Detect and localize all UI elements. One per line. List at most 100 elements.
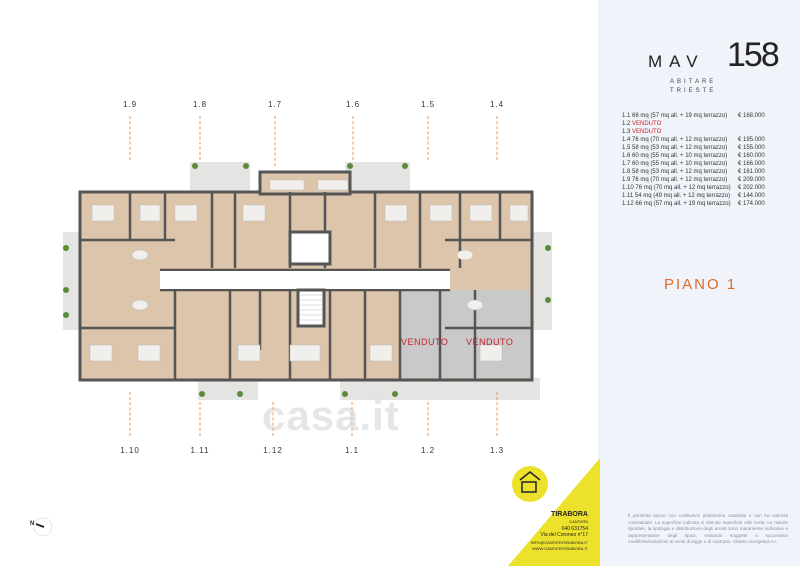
unit-label-1-4: 1.4 (489, 100, 505, 109)
price-row: 1.10 76 mq (70 mq all. + 12 mq terrazzo)… (622, 184, 782, 192)
price-unit-desc: 1.1 66 mq (57 mq all. + 19 mq terrazzo) (622, 112, 727, 120)
unit-description: 60 mq (55 mq all. + 10 mq terrazzo) (632, 161, 728, 167)
terrace (190, 162, 250, 192)
north-arrow: N (28, 516, 58, 536)
unit-number: 1.11 (622, 193, 634, 199)
north-label: N (30, 521, 35, 527)
unit-price: € 155.000 (738, 145, 765, 151)
price-unit-desc: 1.7 60 mq (55 mq all. + 10 mq terrazzo) (622, 160, 727, 168)
terrace (198, 378, 258, 400)
sold-units-area (400, 290, 530, 378)
price-row: 1.4 76 mq (70 mq all. + 12 mq terrazzo) €… (622, 136, 782, 144)
logo-tagline: ABITARE TRIESTE (670, 78, 716, 96)
price-unit-desc: 1.2 VENDUTO (622, 120, 661, 128)
price-row: 1.7 60 mq (55 mq all. + 10 mq terrazzo) €… (622, 160, 782, 168)
unit-number: 1.4 (622, 137, 631, 143)
unit-description: VENDUTO (632, 121, 662, 127)
builder-sub: CANTIERI (569, 519, 588, 524)
unit-marker-line (351, 402, 353, 436)
unit-label-1-11: 1.11 (190, 446, 210, 455)
unit-marker-line (274, 116, 276, 166)
unit-description: 58 mq (53 mq all. + 12 mq terrazzo) (632, 145, 728, 151)
unit-price: € 174.000 (738, 201, 765, 207)
price-unit-desc: 1.4 76 mq (70 mq all. + 12 mq terrazzo) (622, 136, 727, 144)
unit-price: € 168.000 (738, 113, 765, 119)
unit-description: 76 mq (70 mq all. + 12 mq terrazzo) (632, 177, 728, 183)
sold-label-1-3: VENDUTO (466, 337, 514, 347)
unit-number: 1.5 (622, 145, 631, 151)
unit-number: 1.2 (622, 121, 631, 127)
floor-title: PIANO 1 (664, 276, 738, 293)
unit-label-1-2: 1.2 (420, 446, 436, 455)
terrace (63, 232, 81, 330)
price-unit-desc: 1.12 66 mq (57 mq all. + 19 mq terrazzo) (622, 200, 731, 208)
unit-label-1-12: 1.12 (263, 446, 283, 455)
price-row: 1.1 66 mq (57 mq all. + 19 mq terrazzo) €… (622, 112, 782, 120)
disclaimer: Il presente layout non costituisce plani… (628, 513, 788, 544)
price-list: 1.1 66 mq (57 mq all. + 19 mq terrazzo) €… (622, 112, 782, 208)
unit-label-1-7: 1.7 (267, 100, 283, 109)
unit-description: 58 mq (53 mq all. + 12 mq terrazzo) (632, 169, 728, 175)
unit-marker-line (199, 402, 201, 436)
unit-label-1-9: 1.9 (122, 100, 138, 109)
unit-marker-line (129, 392, 131, 436)
unit-price: € 202.000 (738, 185, 765, 191)
unit-price (738, 120, 782, 128)
unit-marker-line (272, 402, 274, 436)
unit-description: VENDUTO (632, 129, 662, 135)
price-row: 1.2 VENDUTO (622, 120, 782, 128)
unit-label-1-3: 1.3 (489, 446, 505, 455)
staircase (296, 288, 326, 328)
corridor (160, 271, 450, 289)
floor-plan-area: 1.9 1.8 1.7 1.6 1.5 1.4 1.10 1.11 1.12 1… (28, 100, 552, 536)
unit-description: 54 mq (49 mq all. + 12 mq terrazzo) (634, 193, 731, 199)
unit-description: 76 mq (70 mq all. + 12 mq terrazzo) (632, 137, 728, 143)
unit-price: € 166.000 (738, 161, 765, 167)
unit-marker-line (352, 116, 354, 160)
logo-mav: MAV (648, 52, 705, 71)
info-panel (598, 0, 800, 566)
watermark: casa.it (262, 392, 400, 439)
price-row: 1.3 VENDUTO (622, 128, 782, 136)
unit-label-1-1: 1.1 (344, 446, 360, 455)
builder-address: Via del Coroneo n°17 (540, 532, 589, 538)
price-unit-desc: 1.11 54 mq (49 mq all. + 12 mq terrazzo) (622, 192, 730, 200)
elevator-shaft (288, 230, 332, 266)
unit-number: 1.7 (622, 161, 631, 167)
unit-label-1-10: 1.10 (120, 446, 140, 455)
unit-marker-line (496, 392, 498, 436)
builder-email[interactable]: INFO@CANTIERITIRABORA.IT (530, 540, 588, 545)
builder-badge-background (508, 458, 600, 566)
unit-marker-line (129, 116, 131, 160)
terrace (340, 378, 540, 400)
compass-icon (33, 517, 53, 536)
unit-number: 1.1 (622, 113, 631, 119)
price-unit-desc: 1.5 58 mq (53 mq all. + 12 mq terrazzo) (622, 144, 727, 152)
price-row: 1.12 66 mq (57 mq all. + 19 mq terrazzo)… (622, 200, 782, 208)
unit-number: 1.10 (622, 185, 634, 191)
unit-number: 1.6 (622, 153, 631, 159)
unit-price: € 144.000 (738, 193, 765, 199)
price-row: 1.11 54 mq (49 mq all. + 12 mq terrazzo)… (622, 192, 782, 200)
logo-number: 158 (727, 36, 780, 74)
unit-number: 1.8 (622, 169, 631, 175)
unit-description: 66 mq (57 mq all. + 19 mq terrazzo) (632, 113, 728, 119)
unit-price: € 195.000 (738, 137, 765, 143)
sold-label-1-2: VENDUTO (401, 337, 449, 347)
price-unit-desc: 1.3 VENDUTO (622, 128, 661, 136)
price-row: 1.6 60 mq (55 mq all. + 10 mq terrazzo)€… (622, 152, 782, 160)
unit-price: € 209.000 (738, 177, 765, 183)
unit-price (738, 128, 782, 136)
price-unit-desc: 1.9 76 mq (70 mq all. + 12 mq terrazzo) (622, 176, 727, 184)
builder-website[interactable]: WWW.CANTIERITIRABORA.IT (532, 546, 588, 551)
unit-description: 60 mq (55 mq all. + 10 mq terrazzo) (632, 153, 728, 159)
unit-number: 1.12 (622, 201, 634, 207)
price-row: 1.8 58 mq (53 mq all. + 12 mq terrazzo)€… (622, 168, 782, 176)
terrace (530, 232, 552, 330)
builder-name: TIRABORA (551, 511, 588, 518)
unit-label-1-8: 1.8 (192, 100, 208, 109)
builder-phone[interactable]: 040 631754 (561, 526, 588, 532)
unit-label-1-6: 1.6 (345, 100, 361, 109)
unit-marker-line (427, 402, 429, 436)
tagline-2: TRIESTE (670, 88, 717, 94)
